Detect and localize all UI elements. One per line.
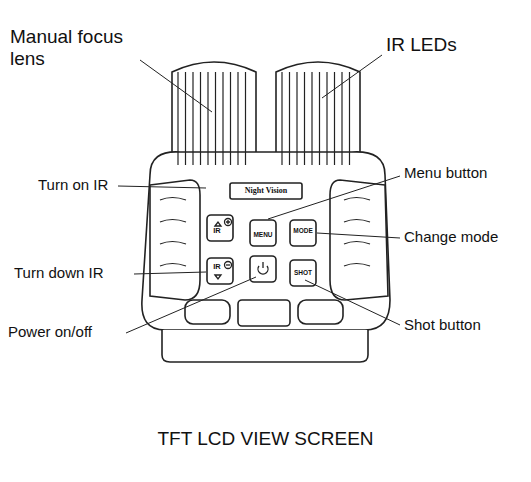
lens-ridge	[349, 72, 350, 165]
button-label: SHOT	[294, 269, 312, 276]
lens-ridge	[222, 72, 223, 165]
screen-housing	[162, 330, 368, 362]
button-label: Night Vision	[245, 186, 287, 195]
foot-pad	[298, 300, 343, 324]
plus-symbol	[225, 219, 232, 226]
button-label: MENU	[253, 231, 272, 238]
leader-line	[322, 55, 382, 98]
lens-ridge	[296, 72, 297, 165]
leader-line	[126, 277, 256, 333]
lens-ridge	[177, 72, 178, 165]
callout-label: Manual focus lens	[10, 26, 145, 70]
caption: TFT LCD VIEW SCREEN	[0, 428, 531, 450]
lens-ridge	[281, 72, 282, 165]
leader-line	[305, 280, 400, 325]
foot-pad	[238, 300, 290, 326]
grip-ridge	[344, 220, 370, 223]
lens-ridge	[192, 72, 193, 165]
binocular-body	[142, 152, 390, 330]
lens-ridge	[304, 72, 305, 165]
up-triangle	[215, 222, 221, 226]
left-grip	[150, 180, 200, 300]
lens-ridge	[237, 72, 238, 165]
leader-line	[268, 176, 400, 219]
lens-ridge	[215, 72, 216, 165]
grip-ridge	[160, 242, 186, 245]
leader-line	[140, 60, 212, 112]
down-triangle	[215, 275, 221, 279]
right-grip	[330, 180, 388, 300]
callout-label: Shot button	[404, 316, 481, 333]
lens-ridge	[289, 72, 290, 165]
button-label: IR	[213, 227, 221, 236]
callout-label: Turn on IR	[38, 176, 108, 193]
lens-ridge	[341, 72, 342, 165]
grip-ridge	[160, 198, 186, 201]
mode-button	[290, 220, 316, 246]
callout-label: Menu button	[404, 164, 487, 181]
leader-line	[317, 233, 400, 238]
minus-symbol	[225, 262, 232, 269]
callout-label: Change mode	[404, 228, 498, 245]
menu-button	[250, 220, 276, 246]
callout-label: Power on/off	[8, 323, 92, 340]
foot-pad	[185, 300, 230, 324]
lens-ridge	[319, 72, 320, 165]
lens-ridge	[230, 72, 231, 165]
lens-ridge	[311, 72, 312, 165]
lens-ridge	[200, 72, 201, 165]
lens-ridge	[245, 72, 246, 165]
grip-ridge	[344, 242, 370, 245]
plus-symbol	[226, 220, 230, 224]
callout-label: Turn down IR	[14, 264, 103, 281]
lens-ridge	[207, 72, 208, 165]
ir-down-button	[207, 258, 233, 284]
grip-ridge	[160, 264, 186, 267]
name-plate	[230, 183, 302, 199]
button-label: IR	[213, 263, 221, 272]
lens-ridge	[326, 72, 327, 165]
power-symbol	[258, 262, 268, 274]
callout-label: IR LEDs	[386, 34, 457, 56]
leader-line	[134, 272, 206, 274]
leader-line	[118, 186, 206, 188]
ir-up-button	[207, 215, 233, 241]
grip-ridge	[344, 264, 370, 267]
button-label: MODE	[293, 227, 313, 234]
grip-ridge	[160, 220, 186, 223]
shot-button	[290, 260, 316, 286]
minus-symbol	[226, 264, 230, 265]
lens-ridge	[334, 72, 335, 165]
lens-ridge	[185, 72, 186, 165]
grip-ridge	[344, 198, 370, 201]
